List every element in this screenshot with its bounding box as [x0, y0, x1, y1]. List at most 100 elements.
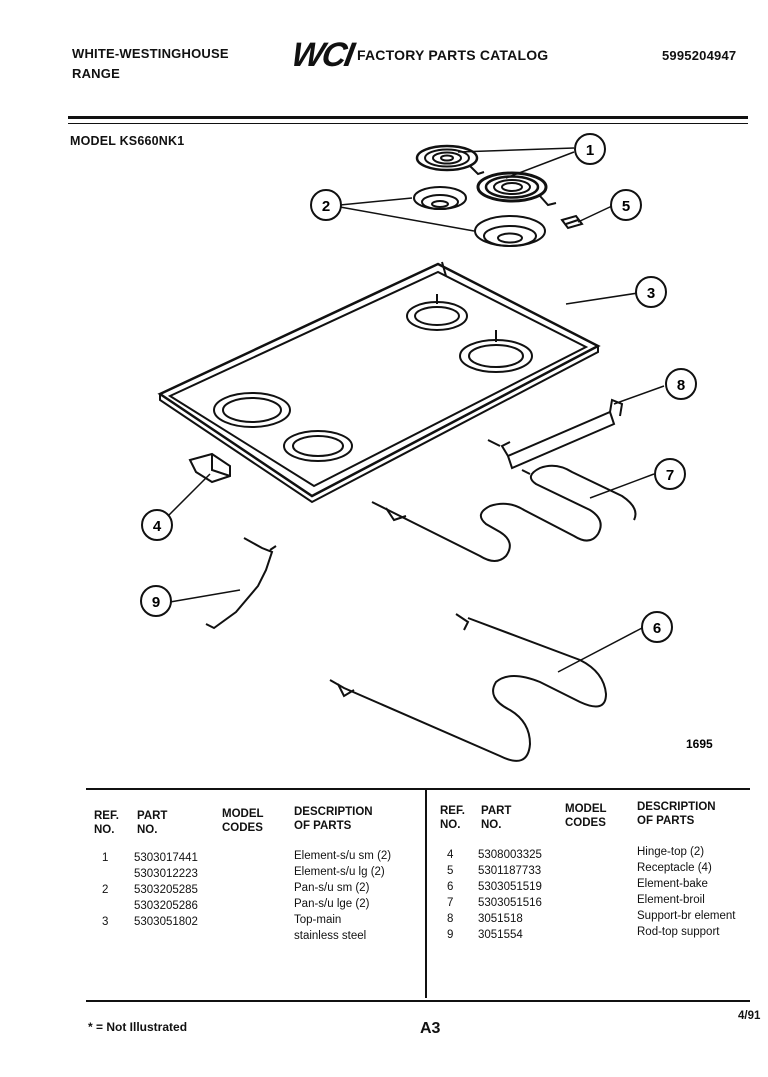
footnote: * = Not Illustrated [88, 1020, 188, 1034]
exploded-parts-diagram: 1 2 3 4 5 6 7 8 9 1695 [140, 133, 713, 762]
left-header-desc-line2: OF PARTS [294, 820, 352, 832]
table-cell-ref: 2 [102, 884, 109, 896]
left-header-model: MODEL CODES [222, 807, 264, 835]
svg-text:4: 4 [153, 518, 162, 535]
table-cell-desc: Hinge-top (2) [637, 846, 705, 858]
catalog-number: 5995204947 [662, 48, 737, 63]
right-header-part-line1: PART [481, 805, 512, 817]
catalog-title: FACTORY PARTS CATALOG [357, 47, 549, 63]
element-surface-small [415, 144, 485, 176]
rod-top-support [205, 537, 277, 630]
pan-surface-large [474, 215, 546, 247]
left-header-desc-line1: DESCRIPTION [294, 806, 373, 818]
right-header-ref: REF. NO. [440, 804, 465, 832]
table-cell-ref: 7 [447, 897, 454, 909]
left-header-desc: DESCRIPTION OF PARTS [294, 805, 373, 833]
hinge-top [188, 452, 231, 484]
table-cell-part: 5303051519 [478, 881, 542, 893]
svg-text:8: 8 [677, 377, 685, 394]
callout-5: 5 [610, 189, 642, 221]
table-cell-desc: stainless steel [294, 930, 367, 942]
svg-text:1: 1 [586, 142, 594, 159]
table-cell-part: 3051518 [478, 913, 523, 925]
table-cell-desc: Element-broil [637, 894, 705, 906]
right-header-desc-line2: OF PARTS [637, 815, 695, 827]
table-cell-part: 3051554 [478, 929, 523, 941]
table-cell-part: 5303051516 [478, 897, 542, 909]
model-number: MODEL KS660NK1 [70, 134, 185, 148]
brand-line-2: RANGE [72, 66, 120, 81]
table-cell-desc: Element-bake [637, 878, 708, 890]
left-header-part: PART NO. [137, 809, 167, 837]
callout-2: 2 [310, 189, 342, 221]
receptacle [560, 214, 584, 230]
top-main [157, 261, 601, 504]
svg-text:3: 3 [647, 285, 655, 302]
pan-surface-small [413, 186, 467, 210]
element-broil [371, 464, 637, 562]
table-cell-ref: 8 [447, 913, 454, 925]
table-cell-ref: 5 [447, 865, 454, 877]
table-cell-part: 5303012223 [134, 868, 198, 880]
table-center-divider [425, 790, 427, 998]
left-header-ref: REF. NO. [94, 809, 119, 837]
left-header-model-line1: MODEL [222, 808, 264, 820]
callout-4: 4 [141, 509, 173, 541]
svg-text:5: 5 [622, 198, 630, 215]
left-header-part-line1: PART [137, 810, 168, 822]
page-code: A3 [420, 1020, 441, 1037]
table-cell-desc: Rod-top support [637, 926, 720, 938]
table-cell-part: 5303051802 [134, 916, 198, 928]
svg-text:7: 7 [666, 467, 674, 484]
table-cell-part: 5303205285 [134, 884, 198, 896]
callout-9: 9 [140, 585, 172, 617]
table-cell-part: 5303017441 [134, 852, 198, 864]
table-cell-desc: Top-main [294, 914, 342, 926]
table-cell-part: 5303205286 [134, 900, 198, 912]
brand-line-1: WHITE-WESTINGHOUSE [72, 46, 229, 61]
table-cell-ref: 3 [102, 916, 109, 928]
left-header-part-line2: NO. [137, 824, 158, 836]
table-cell-part: 5301187733 [478, 865, 542, 877]
svg-text:2: 2 [322, 198, 330, 215]
support-broil-element [487, 398, 624, 475]
table-cell-desc: Element-s/u sm (2) [294, 850, 392, 862]
callout-6: 6 [641, 611, 673, 643]
header-rule-thin [68, 123, 748, 124]
right-header-part-line2: NO. [481, 819, 502, 831]
right-header-part: PART NO. [481, 804, 511, 832]
right-header-model-line2: CODES [565, 817, 606, 829]
right-header-ref-line1: REF. [440, 805, 465, 817]
table-cell-desc: Element-s/u lg (2) [294, 866, 385, 878]
left-header-ref-line2: NO. [94, 824, 115, 836]
revision-date: 4/91 [738, 1010, 761, 1022]
table-cell-ref: 1 [102, 852, 109, 864]
table-cell-desc: Pan-s/u lge (2) [294, 898, 370, 910]
element-bake [329, 613, 608, 762]
leader-lines [167, 147, 665, 673]
svg-text:6: 6 [653, 620, 661, 637]
right-header-ref-line2: NO. [440, 819, 461, 831]
right-header-model: MODEL CODES [565, 802, 607, 830]
left-header-model-line2: CODES [222, 822, 263, 834]
element-surface-large [476, 171, 557, 207]
callout-7: 7 [654, 458, 686, 490]
table-bottom-rule [86, 1000, 750, 1002]
table-cell-ref: 4 [447, 849, 454, 861]
callout-3: 3 [635, 276, 667, 308]
figure-number: 1695 [686, 737, 713, 751]
table-cell-desc: Pan-s/u sm (2) [294, 882, 370, 894]
table-cell-desc: Receptacle (4) [637, 862, 712, 874]
callout-8: 8 [665, 368, 697, 400]
left-header-ref-line1: REF. [94, 810, 119, 822]
right-header-model-line1: MODEL [565, 803, 607, 815]
table-cell-ref: 6 [447, 881, 454, 893]
table-cell-ref: 9 [447, 929, 454, 941]
callout-1: 1 [574, 133, 606, 165]
svg-text:9: 9 [152, 594, 160, 611]
right-header-desc-line1: DESCRIPTION [637, 801, 716, 813]
table-top-rule [86, 788, 750, 790]
table-cell-desc: Support-br element [637, 910, 736, 922]
table-cell-part: 5308003325 [478, 849, 542, 861]
header-rule-thick [68, 116, 748, 119]
